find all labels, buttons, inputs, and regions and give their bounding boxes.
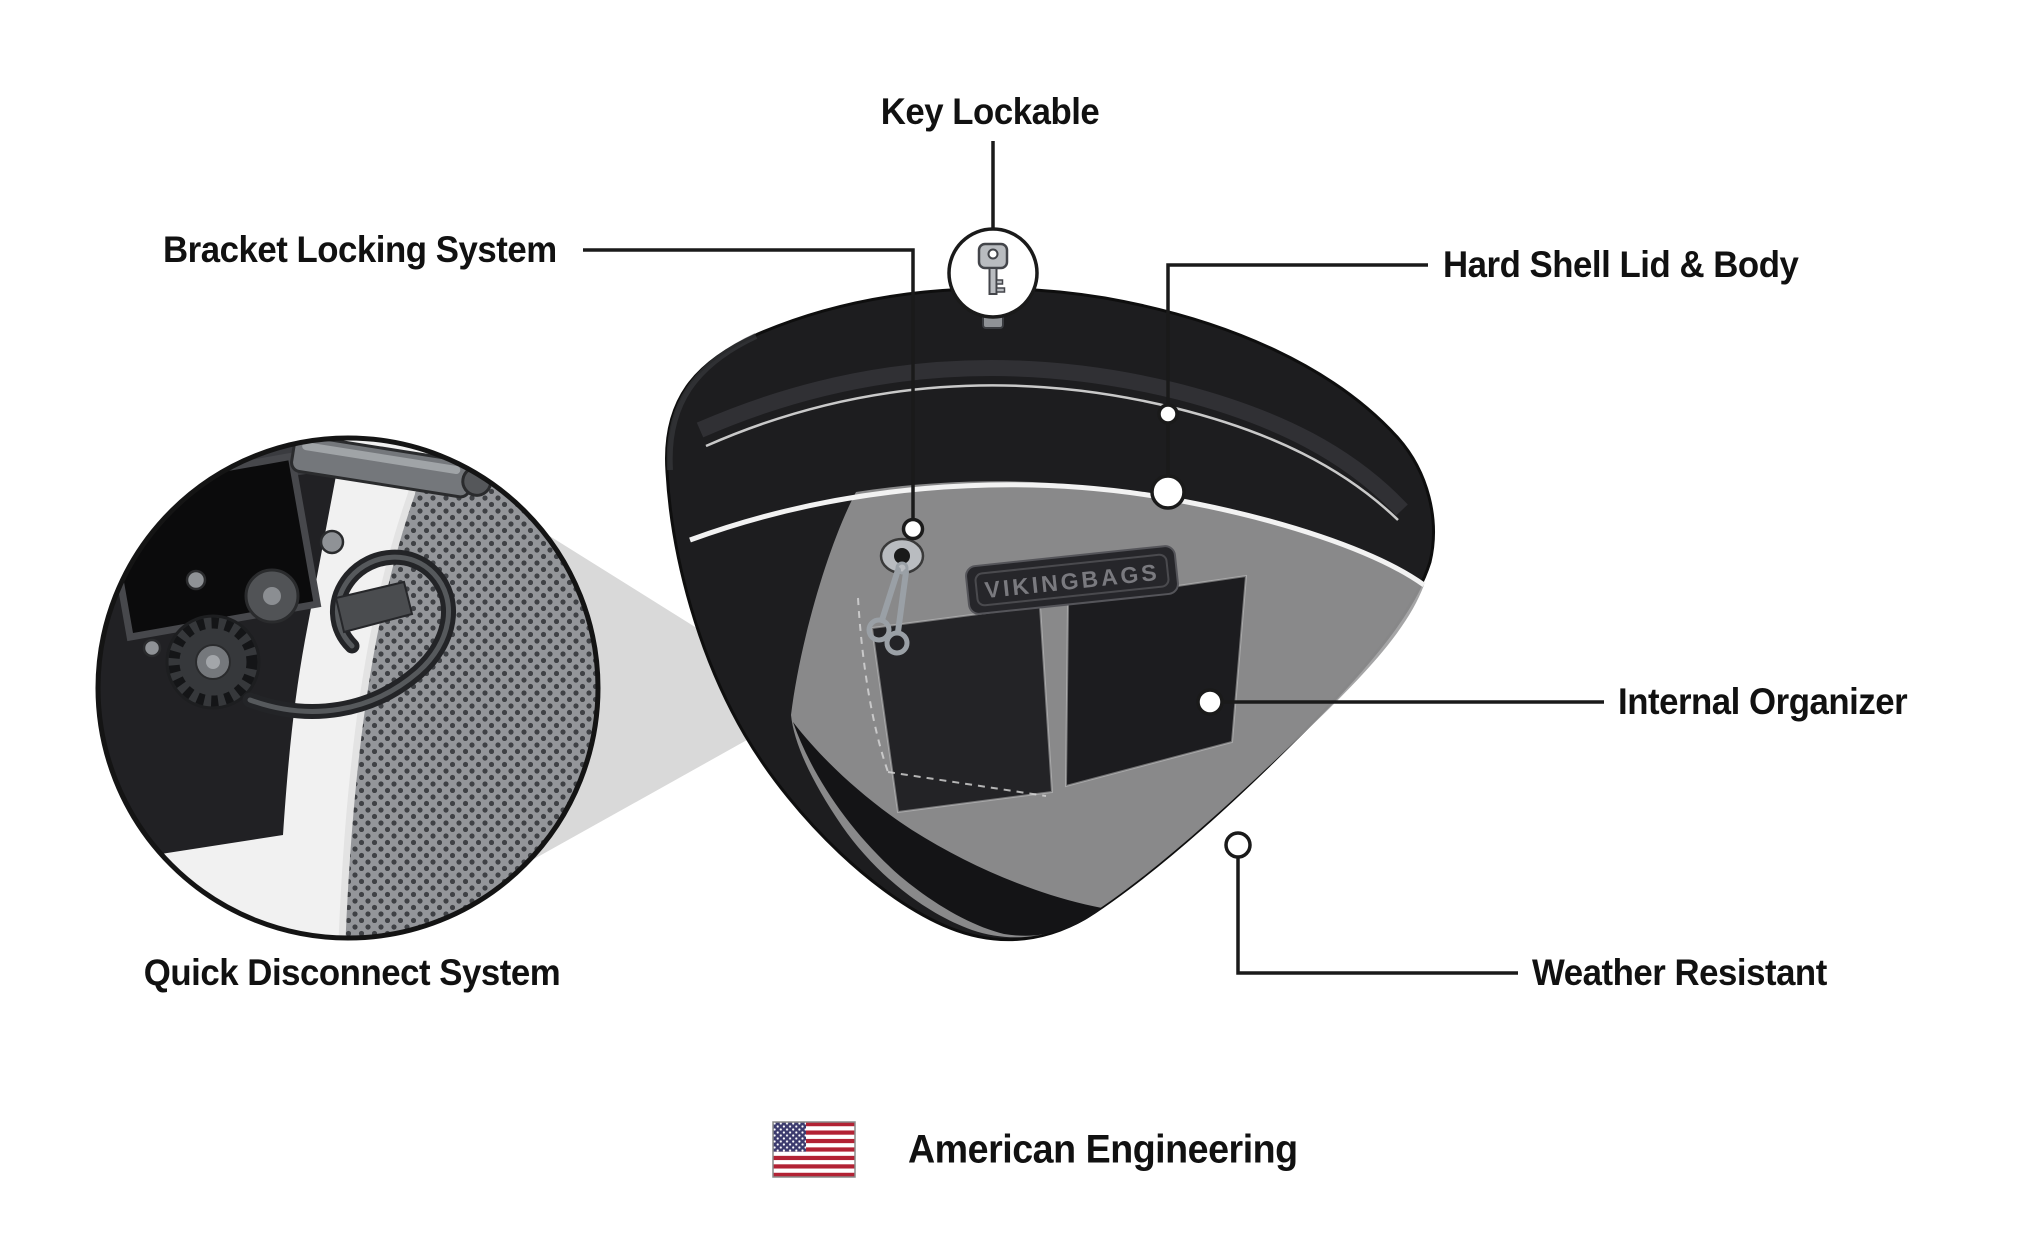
footer-american-engineering: American Engineering [908, 1127, 1298, 1172]
callout-label-internal-organizer: Internal Organizer [1618, 681, 1908, 722]
callout-label-quick-disconnect-system: Quick Disconnect System [143, 952, 561, 993]
organizer-pocket-left [870, 604, 1054, 814]
callout-markers [901, 403, 1252, 859]
callout-label-weather-resistant: Weather Resistant [1532, 952, 1827, 993]
leather-edge-highlight [338, 443, 434, 938]
vikingbags-logo-plate: VIKINGBAGS [965, 545, 1179, 615]
key-icon [977, 242, 1009, 295]
bag-bottom-shell [793, 722, 1102, 936]
left-edge-highlight [666, 333, 758, 471]
bolt-icon [185, 569, 207, 591]
callout-marker-hard-shell-seam [1157, 403, 1179, 425]
callout-label-hard-shell-lid-body: Hard Shell Lid & Body [1443, 244, 1799, 285]
bracket-plate [334, 580, 414, 634]
us-flag-icon [772, 1121, 856, 1178]
saddlebag: VIKINGBAGS [665, 287, 1435, 942]
bracket-bar [290, 438, 493, 499]
mounting-disc [165, 568, 300, 710]
quick-disconnect-inset [95, 384, 601, 941]
stitching [887, 771, 1047, 797]
bolt-icon [319, 529, 345, 555]
inset-outline [95, 435, 601, 941]
stitching [857, 597, 889, 773]
hanging-keys-icon [866, 561, 910, 656]
callout-marker-weather [1224, 831, 1252, 859]
callout-label-bracket-locking-system: Bracket Locking System [163, 229, 557, 270]
keyhole-icon [879, 537, 925, 575]
callout-line-bracket [583, 248, 915, 518]
lid-body-seam [689, 482, 1426, 588]
perforated-leather [342, 445, 598, 938]
key-lock-highlight [947, 227, 1039, 329]
callout-marker-organizer [1196, 688, 1224, 716]
callout-label-key-lockable: Key Lockable [880, 91, 1100, 132]
callout-line-weather [1236, 857, 1518, 975]
lid-highlight [696, 359, 1408, 516]
callout-marker-bracket [901, 517, 925, 541]
callout-marker-hard-shell [1150, 474, 1186, 510]
u-bolt-rod [242, 549, 457, 719]
bracket-bar-2 [239, 384, 360, 438]
lid-top-seam [705, 384, 1399, 521]
bolt-icon [142, 638, 162, 658]
organizer-pocket-right [1064, 574, 1248, 788]
